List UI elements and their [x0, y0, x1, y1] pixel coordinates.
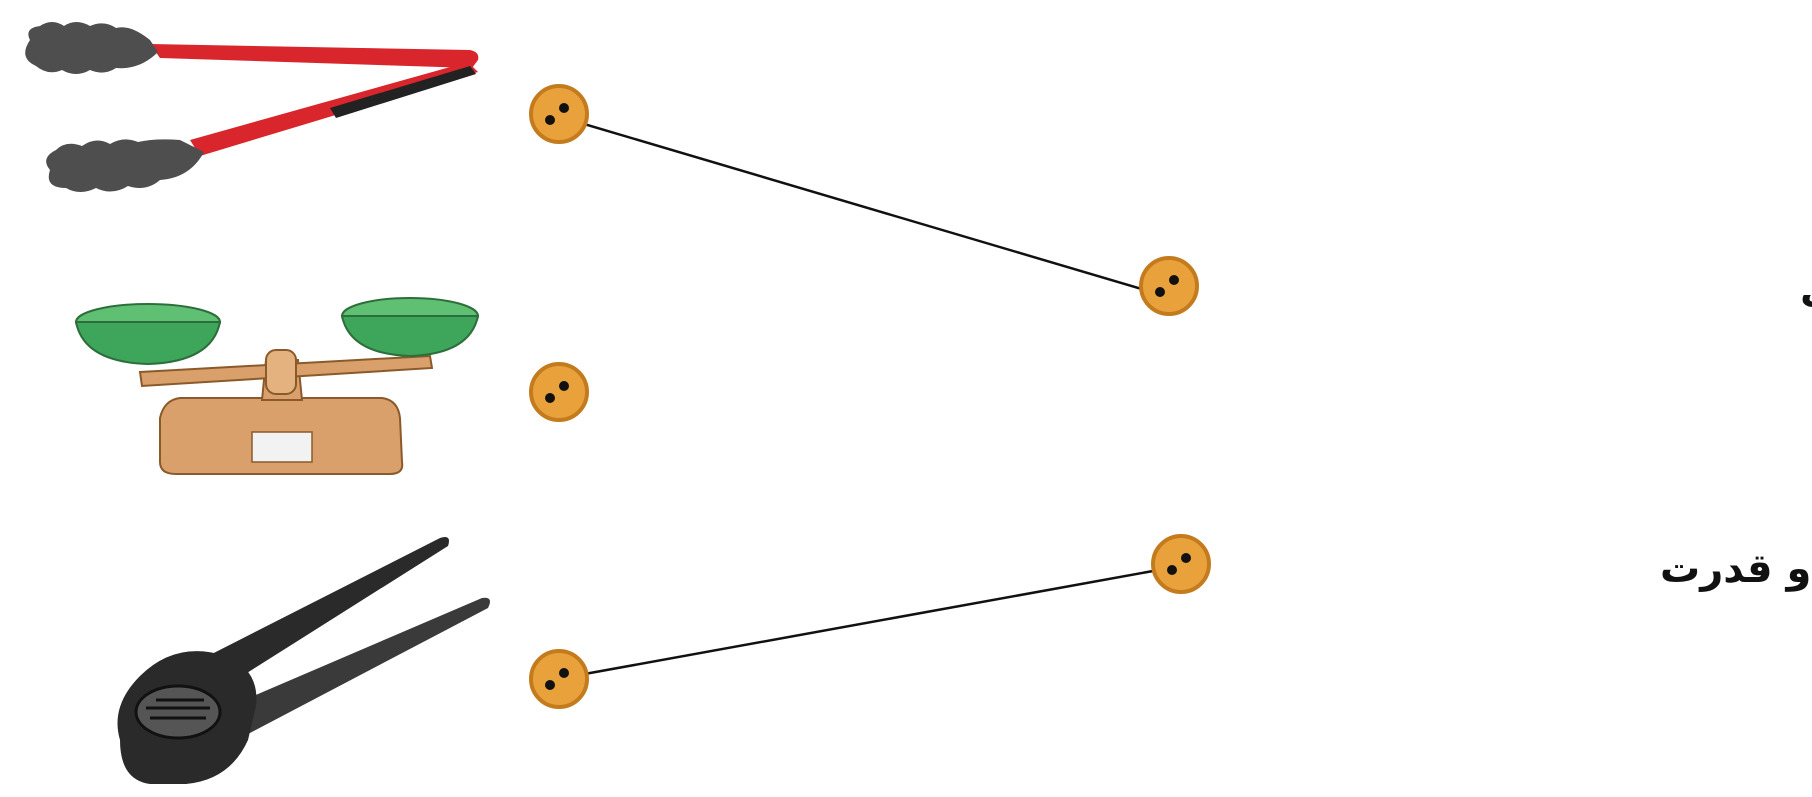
dot-scale[interactable] [529, 362, 589, 422]
tongs-upper-head [25, 22, 159, 74]
tongs-lower-head [46, 139, 205, 192]
dot-force[interactable] [1151, 534, 1211, 594]
dot-tongs[interactable] [529, 84, 589, 144]
connection-line-nutcracker-force [556, 565, 1176, 681]
nutcracker-icon [117, 537, 490, 784]
dot-nutcracker[interactable] [529, 649, 589, 709]
connection-line-tongs-speed [556, 114, 1146, 292]
scale-pivot [265, 349, 297, 395]
nutcracker-teeth [146, 698, 210, 720]
nutcracker-upper-arm [200, 537, 449, 690]
tongs-upper-handle [150, 44, 479, 68]
label-force: افزایش نیرو و قدرت [1660, 546, 1812, 592]
balance-scale-icon [74, 297, 480, 475]
nutcracker-grip-hole [134, 684, 222, 740]
kitchen-tongs-icon [25, 22, 479, 192]
scale-right-bowl-body [340, 315, 480, 358]
scale-display [251, 431, 313, 463]
scale-left-bowl-body [74, 321, 222, 366]
nutcracker-lower-arm [230, 597, 490, 734]
dot-speed[interactable] [1139, 256, 1199, 316]
tongs-handle-grip [330, 66, 476, 118]
label-speed: افزایش سرعت و جابه‌جایی [1800, 266, 1812, 312]
